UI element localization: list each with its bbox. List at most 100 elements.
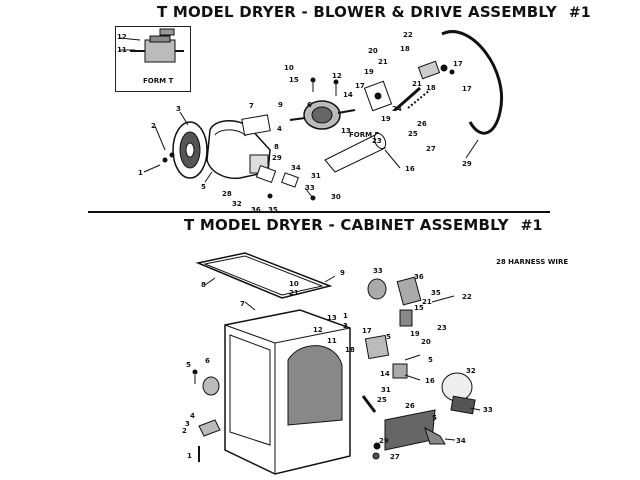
top-panel-drawing [195, 252, 333, 299]
form-r-label: FORM R [349, 131, 380, 139]
form-t-label: FORM T [143, 77, 174, 85]
callout-27-top: 27 [426, 145, 436, 153]
callout-29b-top: 29 [272, 154, 282, 162]
callout-17-top: 17 [355, 82, 365, 90]
callout-6-bottom: 6 [205, 357, 210, 365]
callout-22-top: 22 [403, 31, 413, 39]
callout-18-bottom: 18 [345, 346, 355, 354]
callout-3-bottom: 3 [343, 322, 348, 330]
callout-16-top: 16 [405, 165, 415, 173]
callout-19b-top: 19 [381, 115, 391, 123]
callout-26-top: 26 [417, 120, 427, 128]
callout-13-bottom: 13 [327, 314, 337, 322]
callout-6-top: 6 [307, 101, 312, 109]
callout-21b-bottom: 21 [422, 298, 432, 306]
callout-3-top: 3 [176, 105, 181, 113]
callout-36-bottom: 36 [414, 273, 424, 281]
callout-7-top: 7 [249, 102, 254, 110]
callout-32-top: 32 [232, 200, 242, 208]
idler-assembly-drawing [363, 80, 431, 112]
cabinet-title-number: #1 [520, 218, 543, 234]
callout-5-bottom: 5 [386, 333, 391, 341]
callout-16b-top: 18 [426, 84, 436, 92]
callout-16-bottom: 16 [425, 377, 435, 385]
blower-drive-assembly-title: T MODEL DRYER - BLOWER & DRIVE ASSEMBLY #… [157, 3, 591, 21]
callout-1b-bottom: 1 [187, 452, 192, 460]
callout-34-bottom: 34 [456, 437, 466, 445]
callout-11-bottom: 11 [327, 337, 337, 345]
callout-7-bottom: 7 [240, 300, 245, 308]
callout-12-bottom: 12 [313, 326, 323, 334]
callout-1-top: 1 [138, 169, 143, 177]
bottom-callouts: 8 7 9 10 21 13 1 3 12 11 18 17 33 36 35 … [182, 267, 493, 461]
top-callouts: 12 11 10 15 9 4 8 12 14 13 7 3 2 1 5 6 2… [117, 31, 472, 214]
fan-disc-drawing [367, 278, 387, 300]
callout-33-bottom: 33 [373, 267, 383, 275]
callout-2-bottom: 2 [182, 427, 187, 435]
callout-5d-bottom: 5 [186, 361, 191, 369]
callout-24-top: 24 [392, 105, 402, 113]
exhaust-duct-drawing [324, 132, 387, 173]
form-t-motor-drawing [130, 28, 184, 63]
callout-35-bottom: 35 [431, 289, 441, 297]
callout-15-bottom: 15 [414, 304, 424, 312]
cabinet-drawing [224, 309, 351, 475]
callout-12b-top: 12 [332, 72, 342, 80]
callout-17b-top: 17 [453, 60, 463, 68]
callout-4-bottom: 4 [190, 412, 195, 420]
drive-belt-drawing [441, 30, 503, 135]
callout-9-top: 9 [278, 101, 283, 109]
callout-20-bottom: 20 [421, 338, 431, 346]
callout-29-top: 29 [462, 160, 472, 168]
callout-34-top: 34 [291, 164, 301, 172]
callout-13-top: 13 [341, 127, 351, 135]
callout-35-top: 35 [268, 206, 278, 214]
callout-2-top: 2 [151, 122, 156, 130]
callout-8-bottom: 8 [201, 281, 206, 289]
callout-22-bottom: 22 [462, 293, 472, 301]
callout-14-top: 14 [343, 91, 353, 99]
callout-33-top: 33 [305, 184, 315, 192]
blower-title-number: #1 [568, 5, 591, 21]
cabinet-title-text: T MODEL DRYER - CABINET ASSEMBLY [184, 216, 509, 234]
blower-title-text: T MODEL DRYER - BLOWER & DRIVE ASSEMBLY [157, 3, 557, 21]
callout-3b-bottom: 3 [185, 420, 190, 428]
bottom-exploded-view [192, 252, 481, 475]
callout-12-top: 12 [117, 33, 127, 41]
idler-pulley-drawing [417, 60, 455, 80]
callout-17-bottom: 17 [362, 327, 372, 335]
callout-5b-bottom: 5 [428, 356, 433, 364]
section-divider [88, 211, 550, 213]
drive-motor-drawing [289, 100, 356, 130]
callout-20-top: 20 [368, 47, 378, 55]
callout-14-bottom: 14 [380, 370, 390, 378]
callout-19-top: 19 [364, 68, 374, 76]
callout-27-bottom: 27 [390, 453, 400, 461]
callout-4-top: 4 [277, 125, 282, 133]
callout-36-top: 36 [251, 206, 261, 214]
callout-19-bottom: 19 [410, 330, 420, 338]
callout-26-bottom: 26 [405, 402, 415, 410]
callout-23-top: 23 [372, 137, 382, 145]
callout-28-top: 28 [222, 190, 232, 198]
callout-11-top: 11 [117, 46, 127, 54]
callout-1-bottom: 1 [343, 312, 348, 320]
callout-25-top: 25 [408, 130, 418, 138]
callout-10-bottom: 10 [289, 280, 299, 288]
harness-wire-note: 28 HARNESS WIRE [496, 258, 569, 266]
callout-5c-bottom: 5 [432, 414, 437, 422]
callout-21b-top: 21 [412, 80, 422, 88]
callout-31-top: 31 [311, 172, 321, 180]
terminal-block-drawing [396, 276, 422, 306]
callout-9-bottom: 9 [340, 269, 345, 277]
callout-32-bottom: 32 [466, 367, 476, 375]
callout-10-top: 10 [284, 64, 294, 72]
callout-8-top: 8 [274, 143, 279, 151]
callout-33b-bottom: 33 [483, 406, 493, 414]
callout-17c-top: 17 [462, 85, 472, 93]
callout-29-bottom: 29 [379, 437, 389, 445]
callout-5-top: 5 [201, 183, 206, 191]
callout-23-bottom: 23 [437, 324, 447, 332]
